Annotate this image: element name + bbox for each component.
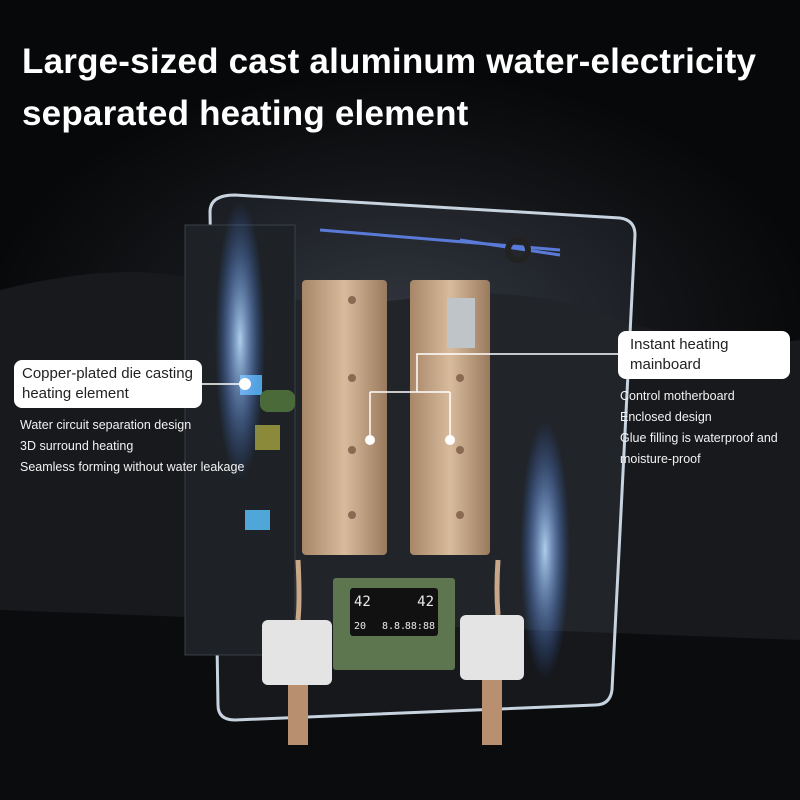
small-readout: 20 [354, 621, 367, 632]
water-outlet [460, 615, 524, 680]
right-temp: 42 [417, 594, 434, 610]
feature-item: Glue filling is waterproof and [620, 431, 778, 445]
left-callout-label: Copper-plated die casting heating elemen… [14, 360, 202, 408]
headline-line-1: Large-sized cast aluminum water-electric… [22, 42, 757, 81]
left-temp: 42 [354, 594, 371, 610]
callout-line-right [369, 353, 618, 440]
feature-item: moisture-proof [620, 452, 701, 466]
right-feature-list: Control motherboard Enclosed design Glue… [620, 386, 778, 470]
mid-readout: 8.8. [382, 621, 407, 632]
right-callout-label: Instant heating mainboard [618, 331, 790, 379]
feature-item: Water circuit separation design [20, 418, 192, 432]
headline: Large-sized cast aluminum water-electric… [22, 36, 756, 140]
feature-item: Control motherboard [620, 389, 735, 403]
feature-item: Seamless forming without water leakage [20, 460, 245, 474]
heating-element-left [302, 280, 387, 555]
feature-item: 3D surround heating [20, 439, 134, 453]
feature-item: Enclosed design [620, 410, 712, 424]
clock-readout: 88:88 [404, 621, 435, 632]
left-feature-list: Water circuit separation design 3D surro… [20, 415, 244, 478]
headline-line-2: separated heating element [22, 94, 469, 133]
lcd-display: 42 42 20 8.8. 88:88 [350, 588, 438, 636]
water-inlet [262, 620, 332, 685]
